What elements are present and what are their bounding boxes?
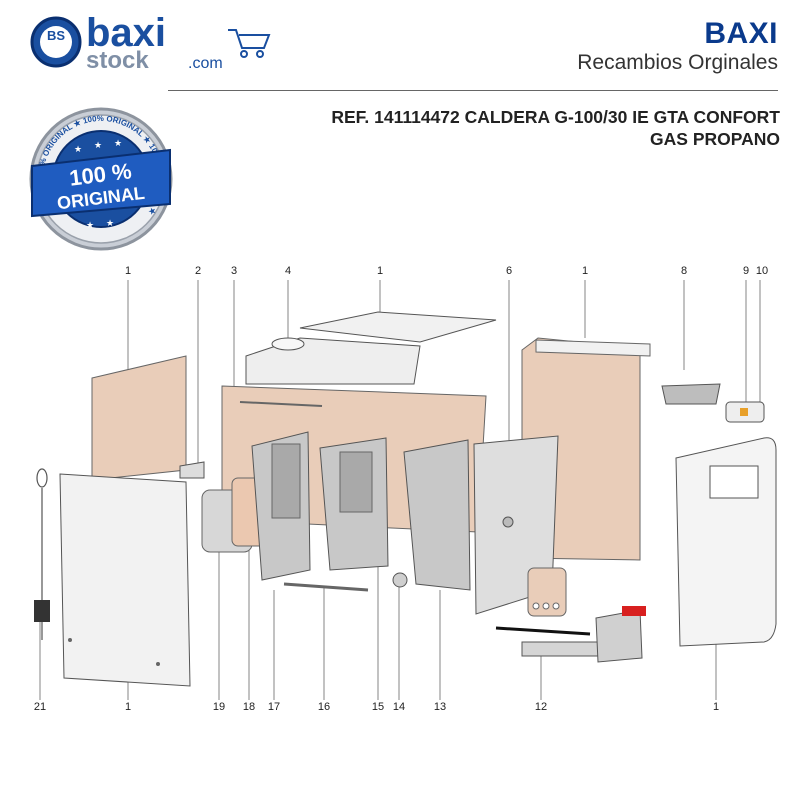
- flue-collar: [271, 337, 305, 351]
- callout-bottom-7: 15: [372, 701, 384, 713]
- control-window: [709, 465, 759, 499]
- upper-tie-rod: [239, 401, 323, 407]
- callout-top-10: 10: [756, 265, 768, 277]
- callouts-bottom: 21 1 19 18 17 16 15 14 13 12 1: [34, 701, 719, 713]
- part-8-bracket: [661, 383, 721, 405]
- logo-subword: stock: [86, 47, 149, 74]
- callout-bottom-8: 14: [393, 701, 405, 713]
- part-12-red-connector: [622, 606, 646, 616]
- svg-text:★: ★: [74, 144, 82, 154]
- callout-bottom-3: 19: [213, 701, 225, 713]
- brand-block: BAXI Recambios Orginales: [577, 18, 778, 76]
- part-12-gas-valve: [595, 609, 643, 663]
- original-badge: 100% ORIGINAL ★ 100% ORIGINAL ★ 100% ORI…: [26, 104, 176, 254]
- header-divider: [168, 90, 778, 91]
- callout-bottom-10: 12: [535, 701, 547, 713]
- callout-top-8: 8: [681, 265, 687, 277]
- callout-bottom-1: 21: [34, 701, 46, 713]
- callout-top-2: 2: [195, 265, 201, 277]
- part-1-top-lid: [299, 311, 497, 343]
- callout-top-6: 6: [506, 265, 512, 277]
- part-21-brush-head: [34, 600, 50, 622]
- part-15-heat-exchanger: [339, 451, 373, 513]
- logo-mark-letters: BS: [47, 28, 65, 43]
- part-12-gas-pipe: [495, 626, 591, 636]
- right-insulation-top-edge: [535, 339, 651, 357]
- callouts-top: 1 2 3 4 1 6 1 8 9 10: [125, 265, 768, 277]
- callout-top-3: 3: [231, 265, 237, 277]
- brand-subtitle: Recambios Orginales: [577, 51, 778, 74]
- part-16-tie-rod: [283, 582, 369, 592]
- callout-top-5: 1: [377, 265, 383, 277]
- callout-top-7: 1: [582, 265, 588, 277]
- svg-text:★: ★: [86, 220, 94, 230]
- part-13-cast-section: [403, 439, 471, 591]
- callout-bottom-2: 1: [125, 701, 131, 713]
- callout-top-1: 1: [125, 265, 131, 277]
- part-2-bracket: [179, 461, 205, 479]
- callout-bottom-9: 13: [434, 701, 446, 713]
- reference-title: REF. 141114472 CALDERA G-100/30 IE GTA C…: [331, 106, 780, 150]
- brand-name: BAXI: [704, 17, 778, 50]
- callout-bottom-5: 17: [268, 701, 280, 713]
- logo-wordmark: baxi: [86, 11, 166, 55]
- part-1-left-insulation: [91, 355, 187, 481]
- callout-top-4: 4: [285, 265, 291, 277]
- callout-bottom-11: 1: [713, 701, 719, 713]
- shopping-cart-icon: [228, 29, 271, 58]
- svg-text:★: ★: [106, 218, 114, 228]
- part-14-nipple: [392, 572, 408, 588]
- part-17-heat-exchanger: [271, 443, 301, 519]
- reference-line-1: REF. 141114472 CALDERA G-100/30 IE GTA C…: [331, 107, 780, 127]
- baxistock-logo: BS baxi stock .com: [28, 10, 288, 74]
- part-1-front-door-left: [59, 473, 191, 687]
- callout-bottom-6: 16: [318, 701, 330, 713]
- callout-bottom-4: 18: [243, 701, 255, 713]
- callout-top-9: 9: [743, 265, 749, 277]
- part-21-brush-handle: [36, 468, 48, 488]
- svg-text:★: ★: [94, 140, 102, 150]
- svg-text:★: ★: [114, 138, 122, 148]
- logo-domain: .com: [188, 55, 223, 72]
- reference-line-2: GAS PROPANO: [650, 129, 780, 149]
